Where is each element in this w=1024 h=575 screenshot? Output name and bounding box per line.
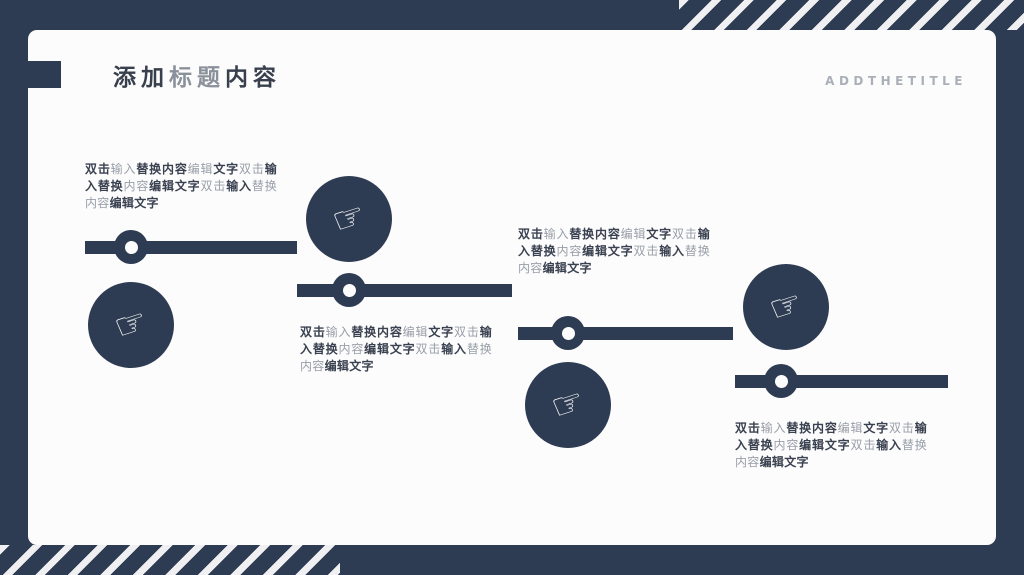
pointing-hand-icon: ☞ xyxy=(327,194,371,244)
pointing-hand-icon: ☞ xyxy=(546,380,590,430)
step2-badge-circle: ☞ xyxy=(306,176,392,262)
pointing-hand-icon: ☞ xyxy=(109,300,153,350)
step3-timeline-node xyxy=(551,316,585,350)
pointing-hand-icon: ☞ xyxy=(764,282,808,332)
diagonal-stripes-bottom-left xyxy=(0,545,340,575)
step2-placeholder-text: 双击输入替换内容编辑文字双击输入替换内容编辑文字双击输入替换内容编辑文字 xyxy=(300,325,492,373)
diagonal-stripes-top-right xyxy=(679,0,1024,30)
step1-node-hole xyxy=(124,240,138,254)
step1-badge-circle: ☞ xyxy=(88,282,174,368)
title-accent-square xyxy=(28,61,61,88)
step2-node-hole xyxy=(342,283,356,297)
step4-timeline-node xyxy=(764,364,798,398)
step4-node-hole xyxy=(774,374,788,388)
step4-badge-circle: ☞ xyxy=(743,264,829,350)
content-panel xyxy=(28,30,996,545)
step1-placeholder-text: 双击输入替换内容编辑文字双击输入替换内容编辑文字双击输入替换内容编辑文字 xyxy=(85,162,277,210)
slide-title: 添加标题内容 xyxy=(113,65,281,91)
step3-node-hole xyxy=(561,326,575,340)
step3-placeholder-text: 双击输入替换内容编辑文字双击输入替换内容编辑文字双击输入替换内容编辑文字 xyxy=(518,227,710,275)
slide-subtitle-en: ADDTHETITLE xyxy=(825,74,967,88)
step2-timeline-bar xyxy=(297,284,512,297)
step4-placeholder-text: 双击输入替换内容编辑文字双击输入替换内容编辑文字双击输入替换内容编辑文字 xyxy=(735,421,927,469)
step1-timeline-node xyxy=(114,230,148,264)
step2-timeline-node xyxy=(332,273,366,307)
step3-badge-circle: ☞ xyxy=(525,362,611,448)
